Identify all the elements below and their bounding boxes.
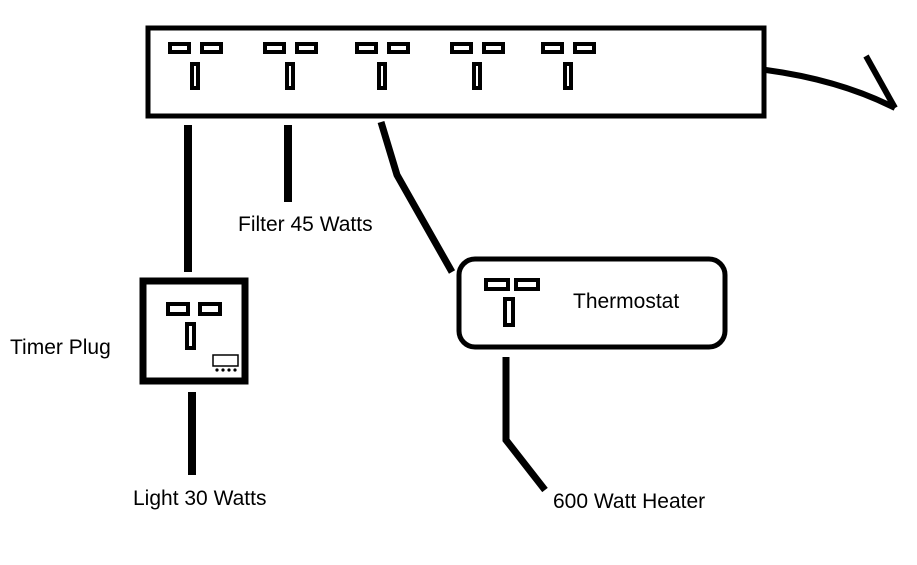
timer-slot xyxy=(185,322,196,350)
thermostat-label: Thermostat xyxy=(573,290,680,313)
thermostat-slot xyxy=(484,278,510,291)
power-cord xyxy=(765,67,897,111)
thermostat-slot xyxy=(503,297,515,327)
outlet-slot xyxy=(387,42,410,54)
power-strip-outlet xyxy=(450,42,505,90)
heater-label: 600 Watt Heater xyxy=(553,490,706,513)
outlet-slot xyxy=(285,62,295,90)
outlet-slot xyxy=(200,42,223,54)
light-label: Light 30 Watts xyxy=(133,487,267,510)
thermostat-slot xyxy=(514,278,540,291)
outlet-slot xyxy=(190,62,200,90)
power-strip xyxy=(145,25,767,119)
outlet-slot xyxy=(472,62,482,90)
timer-display xyxy=(212,354,239,367)
outlet-slot xyxy=(573,42,596,54)
timer-buttons xyxy=(215,368,237,372)
outlet-slot xyxy=(355,42,378,54)
thermostat-cord xyxy=(377,120,456,274)
outlet-slot xyxy=(563,62,573,90)
filter-label: Filter 45 Watts xyxy=(238,213,373,236)
power-strip-outlet xyxy=(541,42,596,90)
outlet-slot xyxy=(377,62,387,90)
outlet-slot xyxy=(168,42,191,54)
outlet-slot xyxy=(295,42,318,54)
heater-cord xyxy=(502,357,548,493)
power-strip-outlet xyxy=(168,42,223,90)
timer-slot xyxy=(166,302,190,316)
outlet-slot xyxy=(263,42,286,54)
outlet-slot xyxy=(541,42,564,54)
timer-plug-label: Timer Plug xyxy=(10,336,111,359)
power-cord-arrowhead xyxy=(863,54,898,110)
power-strip-outlet xyxy=(355,42,410,90)
outlet-slot xyxy=(450,42,473,54)
outlet-slot xyxy=(482,42,505,54)
timer-slot xyxy=(198,302,222,316)
power-strip-outlet xyxy=(263,42,318,90)
